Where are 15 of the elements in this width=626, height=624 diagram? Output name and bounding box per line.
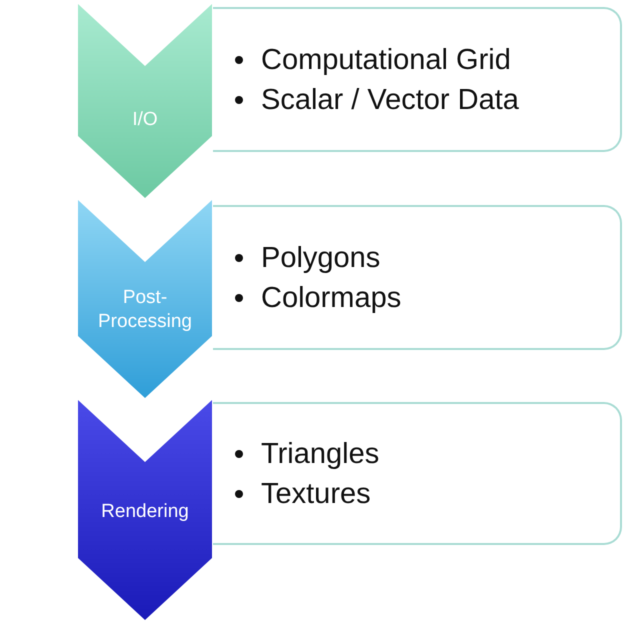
stage-label: Rendering [100,500,190,524]
bullet-text: Scalar / Vector Data [261,84,519,116]
process-step [78,400,212,620]
text-panel [213,402,622,545]
bullet-text: Computational Grid [261,44,511,76]
text-panel [213,7,622,152]
bullet-text: Polygons [261,242,380,274]
bullet-text: Colormaps [261,282,402,314]
stage-label: Post-Processing [97,286,193,334]
stage-label: I/O [131,108,159,132]
process-step [78,4,212,198]
text-panel [213,205,622,350]
process-step [78,200,212,398]
bullet-text: Textures [261,478,371,510]
bullet-text: Triangles [261,438,380,470]
